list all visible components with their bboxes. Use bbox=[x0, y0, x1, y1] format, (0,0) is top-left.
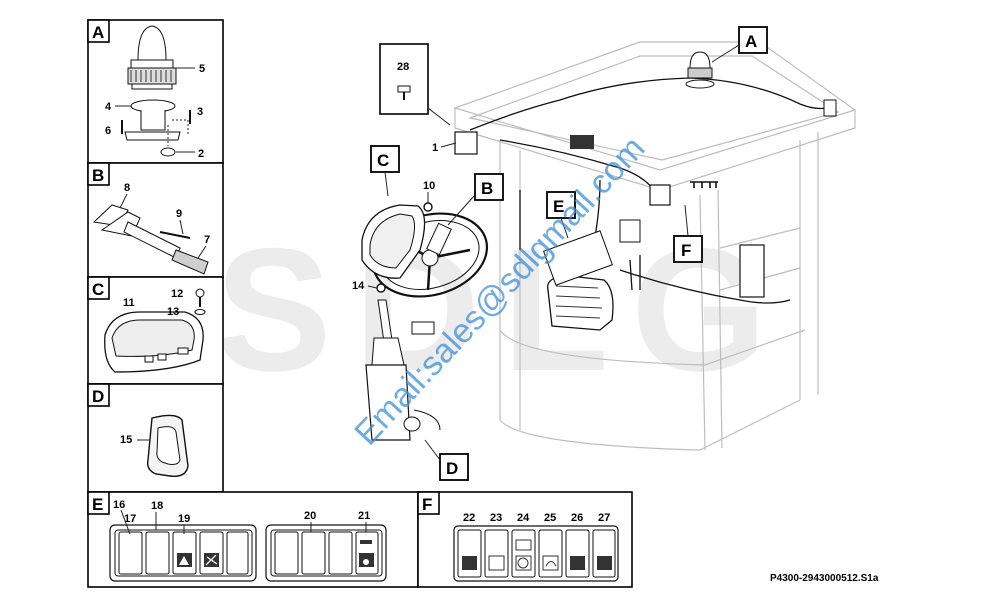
callout-e: E bbox=[546, 191, 576, 239]
part-27-label: 27 bbox=[598, 512, 610, 524]
panel-d: D 15 bbox=[87, 383, 224, 493]
callout-b: B bbox=[447, 173, 504, 226]
rocker-switch-group-2 bbox=[265, 524, 387, 582]
part-2-label: 2 bbox=[198, 148, 204, 160]
svg-text:A: A bbox=[745, 32, 757, 51]
indicator-switch-group bbox=[453, 525, 619, 582]
part-18-label: 18 bbox=[151, 500, 163, 512]
panel-c: C 12 11 13 bbox=[87, 276, 224, 385]
part-25-label: 25 bbox=[544, 512, 556, 524]
panel-f: F 22 23 24 25 26 27 bbox=[417, 491, 633, 588]
part-10-label: 10 bbox=[423, 180, 435, 192]
panel-d-letter: D bbox=[92, 387, 104, 406]
panel-a-letter: A bbox=[92, 23, 104, 42]
panel-b-letter: B bbox=[92, 166, 104, 185]
wiring-harness bbox=[454, 77, 837, 304]
callout-a: A bbox=[711, 26, 768, 63]
panel-e-letter: E bbox=[92, 495, 103, 514]
callout-d: D bbox=[424, 439, 469, 481]
part-6-label: 6 bbox=[105, 125, 111, 137]
beacon-lamp-icon bbox=[685, 51, 715, 89]
rocker-switch-group-1 bbox=[109, 524, 257, 582]
part-20-label: 20 bbox=[304, 510, 316, 522]
part-28-label: 28 bbox=[397, 61, 409, 73]
rocker-switch-icon bbox=[226, 531, 249, 575]
display-icon bbox=[361, 204, 426, 279]
part-11-label: 11 bbox=[123, 297, 135, 309]
rocker-switch-icon bbox=[145, 531, 170, 575]
grommet-icon bbox=[146, 414, 189, 477]
svg-text:B: B bbox=[481, 179, 493, 198]
part-14-label: 14 bbox=[352, 280, 365, 292]
beacon-lamp-icon bbox=[127, 25, 177, 90]
part-4-label: 4 bbox=[105, 101, 112, 113]
callout-28-box: 28 bbox=[379, 43, 451, 126]
part-7-label: 7 bbox=[204, 234, 210, 246]
display-icon bbox=[104, 311, 204, 373]
mounting-bracket-icon bbox=[121, 99, 191, 157]
panel-f-letter: F bbox=[422, 495, 432, 514]
part-17-label: 17 bbox=[124, 513, 136, 525]
rocker-switch-icon bbox=[328, 531, 353, 575]
part-23-label: 23 bbox=[490, 512, 502, 524]
part-22-label: 22 bbox=[463, 512, 475, 524]
part-1-label: 1 bbox=[432, 142, 438, 154]
part-16-label: 16 bbox=[113, 499, 125, 511]
part-3-label: 3 bbox=[197, 106, 203, 118]
part-13-label: 13 bbox=[167, 306, 179, 318]
part-8-label: 8 bbox=[124, 182, 130, 194]
panel-b: B 8 9 7 bbox=[87, 162, 224, 278]
part-24-label: 24 bbox=[517, 512, 530, 524]
part-9-label: 9 bbox=[176, 208, 182, 220]
svg-text:D: D bbox=[446, 459, 458, 478]
part-19-label: 19 bbox=[178, 513, 190, 525]
rocker-switch-icon bbox=[118, 531, 143, 575]
svg-text:F: F bbox=[681, 241, 691, 260]
callout-f: F bbox=[673, 204, 703, 263]
joystick-icon bbox=[365, 299, 441, 441]
part-5-label: 5 bbox=[199, 63, 205, 75]
part-26-label: 26 bbox=[571, 512, 583, 524]
cabin-frame bbox=[453, 41, 857, 451]
panel-a: A 5 4 3 6 2 bbox=[87, 19, 224, 164]
callout-c: C bbox=[370, 145, 400, 197]
figure-code: P4300-2943000512.S1a bbox=[770, 573, 879, 584]
part-15-label: 15 bbox=[120, 434, 132, 446]
panel-e: E 16 17 18 19 bbox=[87, 491, 419, 588]
part-12-label: 12 bbox=[171, 288, 183, 300]
part-21-label: 21 bbox=[358, 510, 370, 522]
panel-c-letter: C bbox=[92, 280, 104, 299]
svg-text:C: C bbox=[377, 151, 389, 170]
rocker-switch-icon bbox=[274, 531, 299, 575]
svg-text:E: E bbox=[553, 197, 564, 216]
rocker-switch-icon bbox=[301, 531, 326, 575]
